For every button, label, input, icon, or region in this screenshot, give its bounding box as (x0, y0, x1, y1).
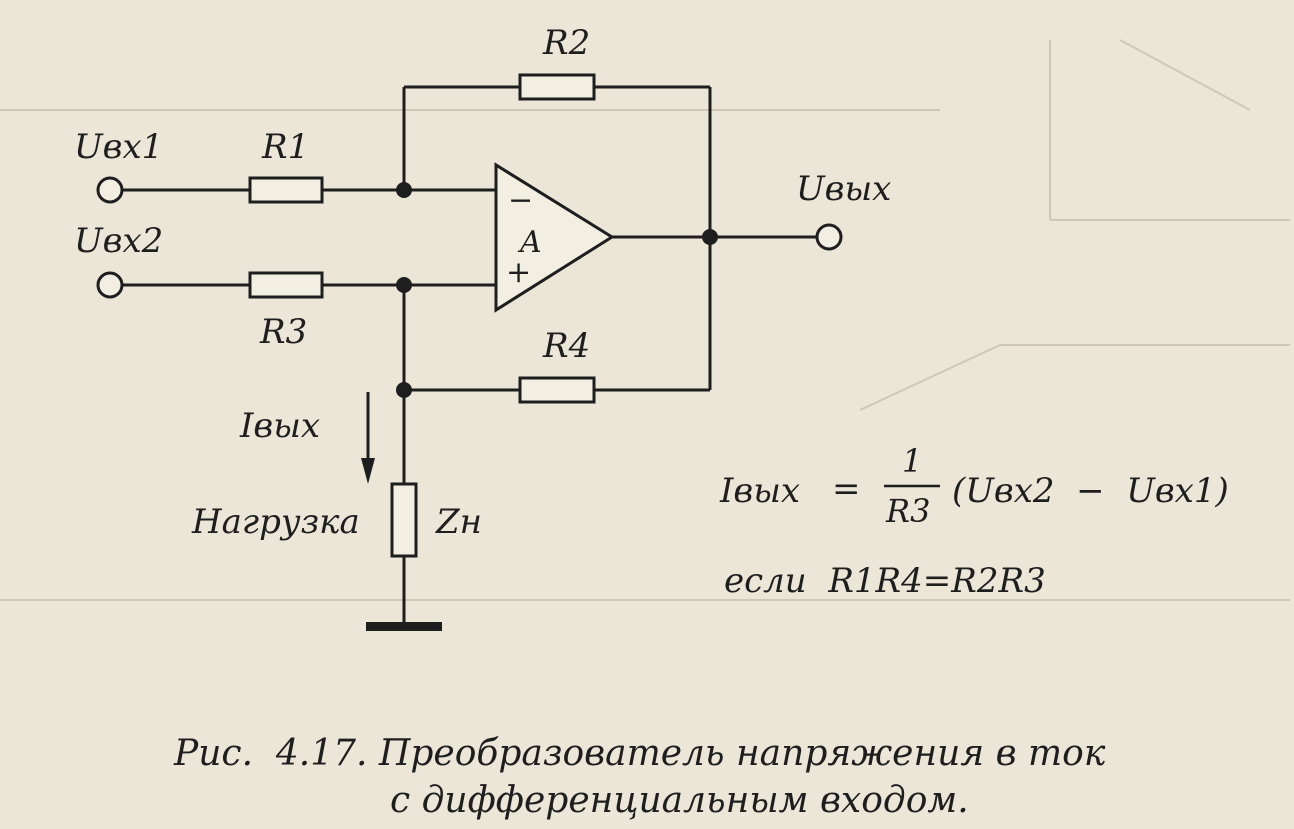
wires (120, 85, 817, 626)
background-bleed (0, 39, 1290, 601)
formula: Iвых = 1 R3 (Uвх2 − Uвх1) если R1R4=R2R3 (719, 442, 1229, 601)
caption-line-1: Рис. 4.17. Преобразователь напряжения в … (173, 733, 1106, 774)
output-terminal (815, 223, 843, 251)
junction-dot (396, 277, 412, 293)
input-terminal-1 (96, 176, 124, 204)
label-r1: R1 (261, 127, 309, 167)
label-minus: − (508, 183, 533, 218)
input-terminal-2 (96, 271, 124, 299)
label-uout: Uвых (796, 169, 891, 209)
label-uin1: Uвх1 (74, 127, 163, 167)
formula-rhs: (Uвх2 − Uвх1) (952, 471, 1229, 511)
formula-condition: если R1R4=R2R3 (724, 561, 1046, 601)
resistor-r3 (248, 271, 324, 299)
label-amp: A (517, 225, 542, 260)
label-r3: R3 (259, 312, 307, 352)
label-r2: R2 (542, 23, 590, 63)
label-iout: Iвых (239, 406, 320, 446)
current-arrow-icon (361, 392, 375, 484)
label-plus: + (506, 255, 531, 290)
label-zh: Zн (435, 502, 482, 542)
junction-dot (396, 382, 412, 398)
formula-denominator: R3 (885, 492, 930, 530)
junction-dot (702, 229, 718, 245)
label-r4: R4 (542, 326, 590, 366)
resistor-r1 (248, 176, 324, 204)
caption-line-2: с дифференциальным входом. (390, 780, 969, 821)
load-impedance (390, 482, 418, 558)
op-amp-symbol (494, 162, 615, 313)
formula-equals: = (832, 469, 861, 509)
junction-dot (396, 182, 412, 198)
resistor-r4 (518, 376, 596, 404)
formula-numerator: 1 (902, 442, 922, 480)
resistor-r2 (518, 73, 596, 101)
formula-lhs: Iвых (719, 471, 800, 511)
label-uin2: Uвх2 (74, 221, 163, 261)
label-load: Нагрузка (191, 502, 360, 542)
ground-symbol (366, 622, 442, 631)
